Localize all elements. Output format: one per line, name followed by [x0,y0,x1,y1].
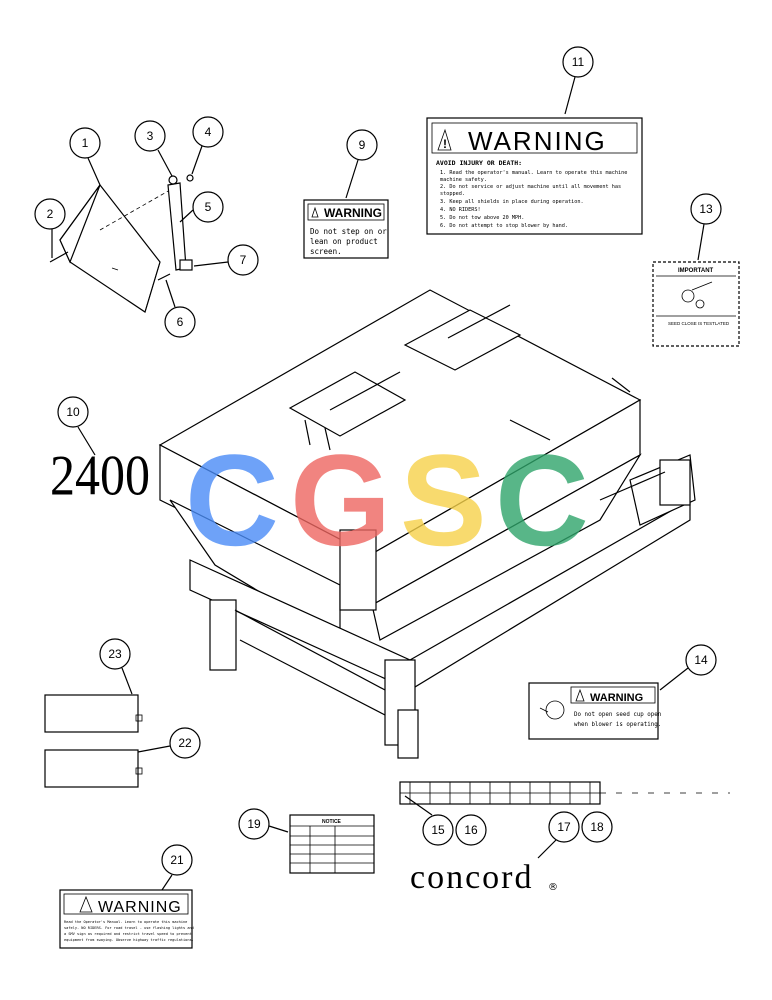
callout-23 [99,638,131,670]
callout-13 [690,193,722,225]
decal-11-line-5: 3. Keep all shields in place during oper… [440,199,584,205]
callout-15 [422,814,454,846]
decal-9-line-1: Do not step on or [310,227,387,236]
callout-10-label: 10 [66,405,80,419]
decal-9-title: WARNING [324,206,382,220]
callout-17 [548,811,580,843]
smv-sign-assembly [49,174,194,313]
decal-9-line-3: screen. [310,247,342,256]
callout-16-label: 16 [464,823,478,837]
decal-19-notice: NOTICE [289,814,375,874]
callout-11 [562,46,594,78]
decal-14-title: WARNING [590,692,643,704]
decal-11-line-1: 1. Read the operator's manual. Learn to … [440,170,627,176]
decal-22-plate [44,749,143,788]
decal-11-title: WARNING [468,126,607,156]
callouts: 1 2 3 4 5 6 7 9 10 11 [34,46,722,891]
watermark: C G S C [185,427,589,573]
brand-registered-mark: ® [548,882,558,893]
decal-11-heading: AVOID INJURY OR DEATH: [436,159,522,167]
callout-3-label: 3 [147,129,154,143]
svg-text:!: ! [443,137,447,151]
decal-11-line-6: 4. NO RIDERS! [440,207,481,213]
watermark-letter-g: G [290,427,391,573]
callout-1-label: 1 [82,136,89,150]
callout-6-label: 6 [177,315,184,329]
decal-21-title: WARNING [98,899,182,916]
callout-10 [57,396,89,428]
callout-3 [134,120,166,152]
decal-21-line-4: equipment from swaying. Observe highway … [64,938,194,942]
callout-19 [238,808,270,840]
callout-7-label: 7 [240,253,247,267]
callout-21-label: 21 [170,853,184,867]
decal-23-plate [44,694,143,733]
callout-7 [227,244,259,276]
callout-13-label: 13 [699,202,713,216]
watermark-letter-s: S [400,427,487,573]
decal-21-line-2: safely. NO RIDERS. For road travel - use… [64,926,194,930]
callout-22-label: 22 [178,736,192,750]
decal-14-line-2: when blower is operating. [574,722,661,728]
decal-9-warning: WARNING Do not step on or lean on produc… [303,199,389,259]
watermark-letter-c1: C [185,427,279,573]
callout-5-label: 5 [205,200,212,214]
decal-21-line-3: a SMV sign as required and restrict trav… [64,932,192,936]
callout-1 [69,127,101,159]
callout-2 [34,198,66,230]
decal-21-line-1: Read the Operator's Manual. Learn to ope… [64,920,187,924]
decal-9-line-2: lean on product [310,237,378,246]
decal-11-line-7: 5. Do not tow above 20 MPH. [440,215,524,221]
callout-2-label: 2 [47,207,54,221]
callout-4 [192,116,224,148]
callout-23-label: 23 [108,647,122,661]
brand-logo: concord [410,859,534,896]
callout-22 [169,727,201,759]
callout-19-label: 19 [247,817,261,831]
decal-15-16-strip [399,781,730,805]
callout-14 [685,644,717,676]
decal-14-warning: WARNING Do not open seed cup open when b… [528,682,661,740]
decal-11-line-8: 6. Do not attempt to stop blower by hand… [440,223,568,229]
callout-9-label: 9 [359,138,366,152]
callout-21 [161,844,193,876]
decal-11-line-3: 2. Do not service or adjust machine unti… [440,184,621,190]
callout-6 [164,306,196,338]
callout-17-label: 17 [557,820,571,834]
decal-14-line-1: Do not open seed cup open [574,712,661,718]
callout-4-label: 4 [205,125,212,139]
decal-11-line-4: stopped. [440,191,465,197]
model-number-decal: 2400 [50,443,150,507]
decal-21-warning: WARNING Read the Operator's Manual. Lear… [59,889,194,949]
callout-18 [581,811,613,843]
callout-5 [192,191,224,223]
callout-9 [346,129,378,161]
decal-11-warning: ! WARNING AVOID INJURY OR DEATH: 1. Read… [426,117,643,235]
decal-11-line-2: machine safety. [440,177,487,183]
decal-19-title: NOTICE [322,819,342,825]
watermark-letter-c2: C [495,427,589,573]
callout-16 [455,814,487,846]
callout-11-label: 11 [572,55,585,69]
decal-13-footer: SEED CLOSE IS TESTLATED [668,321,730,326]
decal-13-title: IMPORTANT [678,268,714,274]
callout-14-label: 14 [694,653,708,667]
decal-13-important: IMPORTANT SEED CLOSE IS TESTLATED [652,261,740,347]
callout-18-label: 18 [590,820,604,834]
seed-cart-hopper [158,289,696,759]
callout-15-label: 15 [431,823,445,837]
